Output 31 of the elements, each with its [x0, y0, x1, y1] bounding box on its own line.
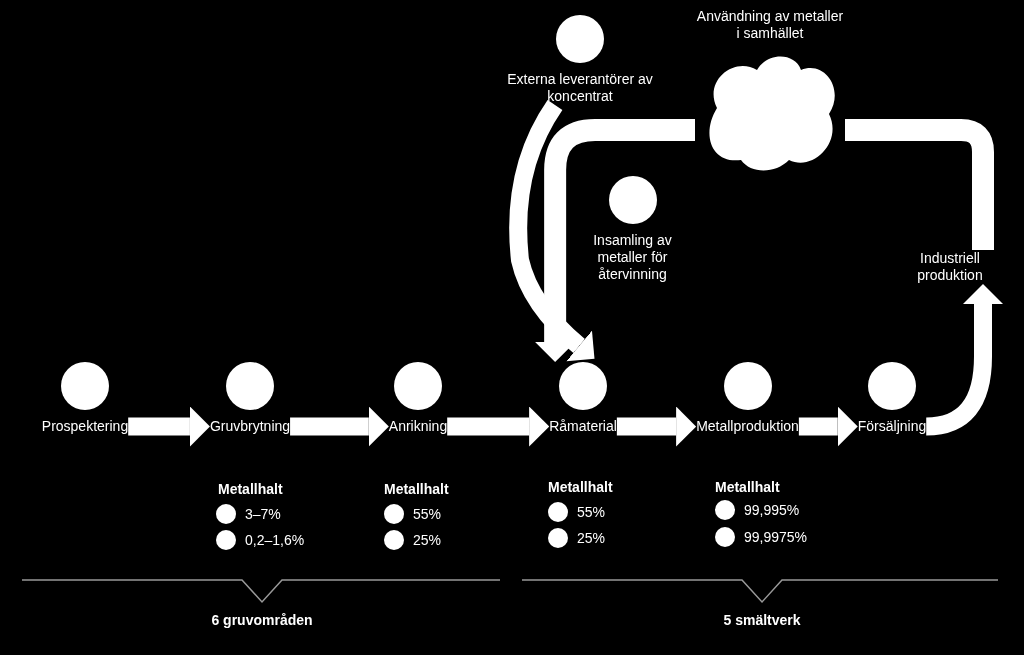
percentage-value: 3–7%	[245, 506, 281, 522]
percentage-value: 25%	[413, 532, 442, 548]
metal-content-heading: Metallhalt	[218, 481, 283, 497]
step-label: Försäljning	[857, 418, 927, 435]
step-label: Metallproduktion	[696, 418, 799, 435]
step-label: Externa leverantörer av koncentrat	[506, 71, 654, 105]
step-label: Råmaterial	[549, 418, 617, 435]
step-label: Prospektering	[41, 418, 129, 435]
percentage-value: 55%	[577, 504, 606, 520]
flow-arrow	[290, 406, 389, 447]
percentage-value: 25%	[577, 530, 606, 546]
flow-arrow	[535, 119, 695, 362]
percentage-value: 99,9975%	[744, 529, 808, 545]
percentage-value: 55%	[413, 506, 442, 522]
step-label: Användning av metaller i samhället	[695, 8, 845, 42]
percentage-value: 99,995%	[744, 502, 800, 518]
group-label: 6 gruvområden	[211, 612, 313, 628]
metal-content-heading: Metallhalt	[715, 479, 780, 495]
flow-arrow	[616, 406, 697, 447]
flow-arrow	[128, 406, 210, 447]
step-label: Industriell produktion	[916, 250, 984, 284]
step-label: Anrikning	[388, 418, 448, 435]
percentage-value: 0,2–1,6%	[245, 532, 305, 548]
flow-arrow	[447, 406, 550, 447]
flow-arrow	[509, 100, 595, 362]
metal-content-heading: Metallhalt	[384, 481, 449, 497]
flow-arrow	[798, 406, 858, 447]
step-label: Gruvbrytning	[209, 418, 291, 435]
group-label: 5 smältverk	[723, 612, 801, 628]
metal-content-heading: Metallhalt	[548, 479, 613, 495]
step-label: Insamling av metaller för återvinning	[592, 232, 673, 283]
